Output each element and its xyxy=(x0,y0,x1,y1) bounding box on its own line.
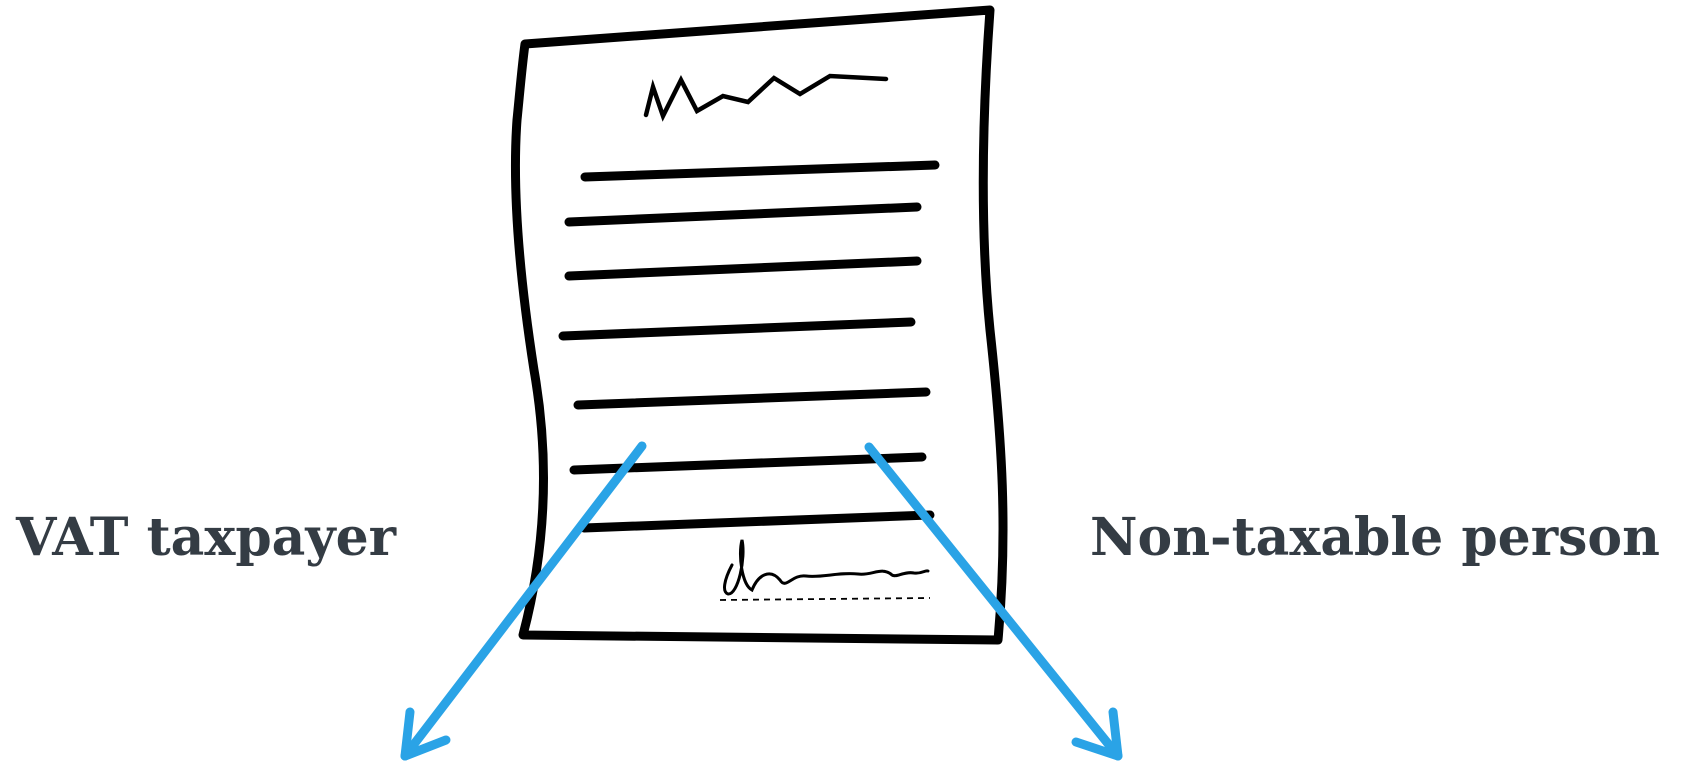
vat-taxpayer-label: VAT taxpayer xyxy=(16,512,396,564)
non-taxable-person-label: Non-taxable person xyxy=(1090,512,1660,564)
document-icon xyxy=(516,10,1004,640)
